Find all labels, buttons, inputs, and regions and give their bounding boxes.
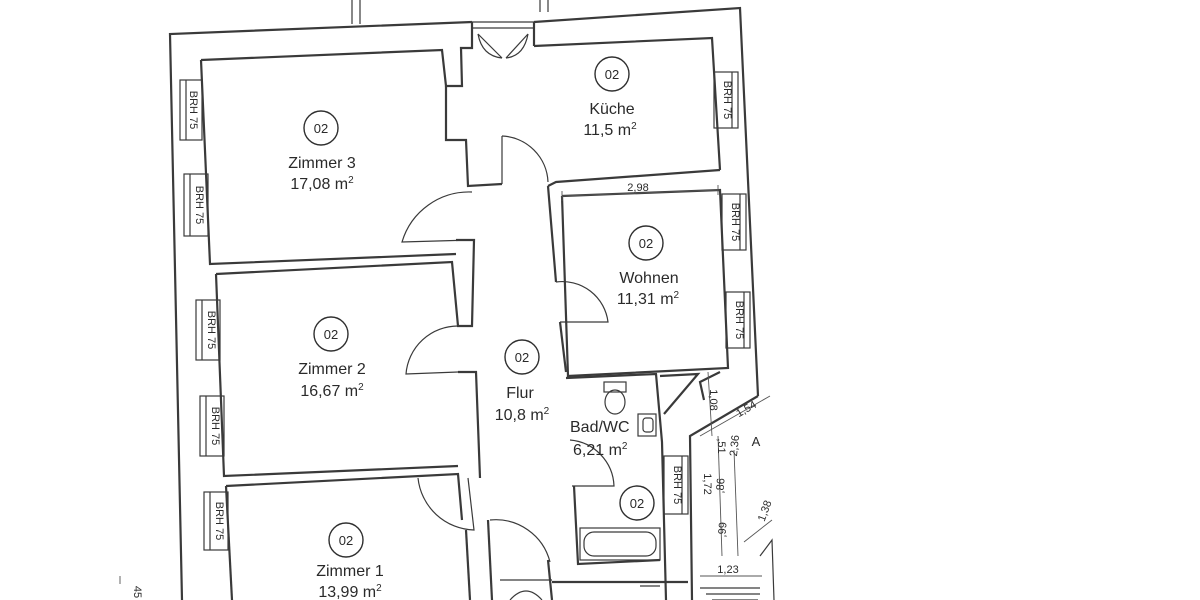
room-badge: 02 (313, 316, 349, 352)
window-zimmer3-lower: BRH 75 (183, 173, 209, 237)
room-name: Flur (506, 385, 534, 402)
room-name: Küche (589, 101, 634, 118)
brh-label: BRH 75 (187, 91, 199, 130)
door-swings (401, 135, 615, 563)
window-zimmer2-upper: BRH 75 (195, 299, 221, 361)
room-name: Zimmer 3 (288, 155, 356, 172)
interior-walls (199, 59, 730, 600)
svg-text:02: 02 (630, 496, 644, 511)
dim-108: 1,08 (707, 389, 719, 410)
dim-236: 2,36 (728, 434, 742, 457)
room-area: 13,99 m2 (318, 583, 382, 600)
windows: BRH 75 BRH 75 BRH 75 BRH 75 BRH 75 BRH 7… (179, 71, 751, 551)
room-badge: 02 (594, 56, 630, 92)
room-name: Zimmer 1 (316, 563, 384, 580)
dim-99: ,99 (716, 522, 729, 538)
room-name: Wohnen (619, 270, 678, 287)
room-name: Zimmer 2 (298, 361, 366, 378)
svg-text:02: 02 (639, 236, 653, 251)
dim-51: ,51 (715, 438, 727, 453)
dim-172: 1,72 (701, 473, 713, 494)
outer-walls (168, 0, 760, 600)
window-zimmer3-upper: BRH 75 (179, 79, 203, 141)
window-wohnen-upper: BRH 75 (721, 193, 747, 251)
window-wohnen-lower: BRH 75 (725, 291, 751, 349)
room-badge: 02 (504, 339, 540, 375)
dim-138: 1,38 (756, 499, 775, 523)
svg-text:02: 02 (324, 327, 338, 342)
dim-123: 1,23 (717, 564, 738, 576)
room-zimmer2: 02 Zimmer 2 16,67 m2 (298, 316, 366, 400)
dim-45: 45 (131, 586, 143, 598)
room-badge: 02 (628, 225, 664, 261)
dim-86: ,86 (714, 478, 727, 494)
svg-text:02: 02 (605, 67, 619, 82)
room-flur: 02 Flur 10,8 m2 (495, 339, 550, 424)
brh-label: BRH 75 (733, 301, 745, 340)
brh-label: BRH 75 (671, 466, 683, 505)
brh-label: BRH 75 (721, 81, 733, 120)
entrance-door (477, 33, 529, 59)
section-marker-a: A (752, 434, 761, 449)
window-kueche: BRH 75 (713, 71, 739, 129)
svg-text:02: 02 (515, 350, 529, 365)
brh-label: BRH 75 (729, 203, 741, 242)
brh-label: BRH 75 (193, 186, 205, 225)
room-name: Bad/WC (570, 419, 630, 436)
window-bad: BRH 75 (663, 455, 689, 515)
brh-label: BRH 75 (205, 311, 217, 350)
dimension-lines (119, 185, 773, 584)
room-area: 11,5 m2 (583, 121, 637, 139)
room-zimmer3: 02 Zimmer 3 17,08 m2 (288, 110, 356, 193)
room-badge: 02 (303, 110, 339, 146)
room-bad: Bad/WC 6,21 m2 02 (570, 419, 655, 521)
room-kueche: 02 Küche 11,5 m2 (583, 56, 637, 139)
sanitary-fixtures (579, 381, 661, 561)
svg-text:02: 02 (314, 121, 328, 136)
dim-154: 1,54 (734, 399, 759, 420)
room-badge: 02 (619, 485, 655, 521)
brh-label: BRH 75 (209, 407, 221, 446)
room-zimmer1: 02 Zimmer 1 13,99 m2 (316, 522, 384, 600)
brh-label: BRH 75 (213, 502, 225, 541)
room-area: 16,67 m2 (300, 382, 364, 400)
room-area: 10,8 m2 (495, 406, 550, 424)
room-area: 17,08 m2 (290, 175, 354, 193)
room-area: 6,21 m2 (573, 441, 628, 459)
window-zimmer2-lower: BRH 75 (199, 395, 225, 457)
room-badge: 02 (328, 522, 364, 558)
room-wohnen: 02 Wohnen 11,31 m2 (617, 225, 680, 308)
dim-wohnen-width: 2,98 (627, 182, 648, 194)
staircase (500, 538, 775, 600)
room-area: 11,31 m2 (617, 290, 680, 308)
window-zimmer1: BRH 75 (203, 491, 229, 551)
svg-text:02: 02 (339, 533, 353, 548)
